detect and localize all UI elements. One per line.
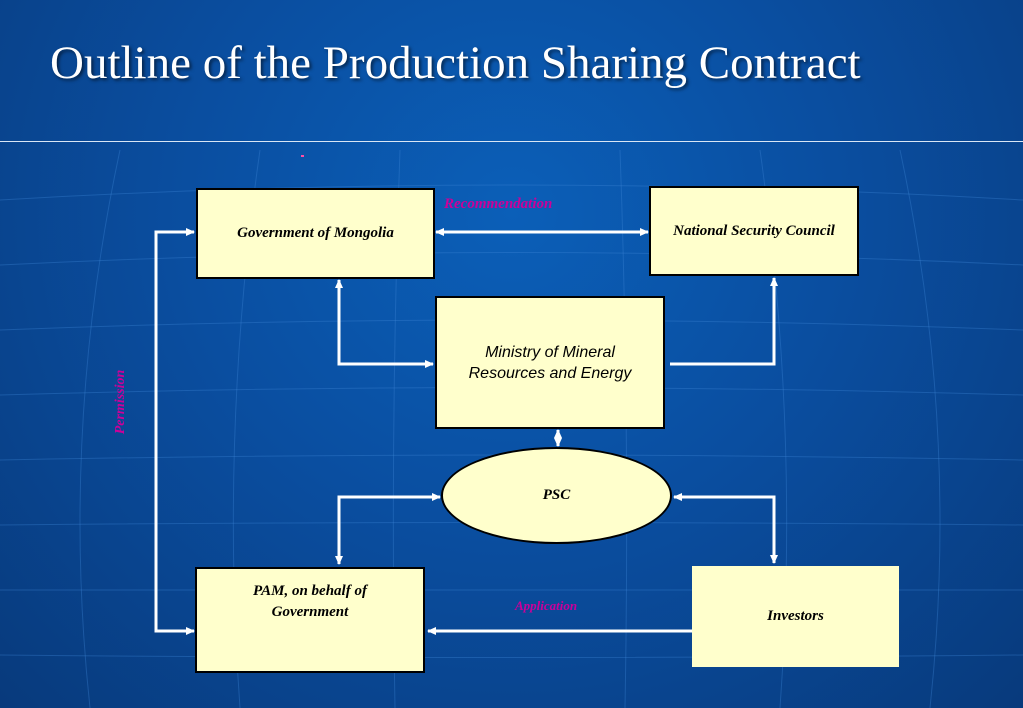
psc-node: PSC <box>441 447 672 544</box>
application-label: Application <box>515 598 578 613</box>
investors-label: Investors <box>767 608 824 624</box>
permission-label: Permission <box>113 369 128 435</box>
psc-label: PSC <box>542 487 571 503</box>
nsc-label: National Security Council <box>673 222 835 239</box>
government-label: Government of Mongolia <box>237 225 394 241</box>
arrow-psc-pam <box>335 493 441 565</box>
nsc-box: National Security Council <box>649 186 859 276</box>
recommendation-label: Recommendation <box>444 196 553 212</box>
arrow-ministry-nsc <box>670 277 778 366</box>
title-divider <box>0 141 1023 142</box>
page-title: Outline of the Production Sharing Contra… <box>50 37 861 89</box>
government-box: Government of Mongolia <box>196 188 435 279</box>
ministry-label: Ministry of Mineral Resources and Energy <box>468 343 632 382</box>
arrow-psc-investors <box>673 493 778 564</box>
arrow-permission <box>154 228 195 635</box>
pam-label: PAM, on behalf of Government <box>253 583 367 620</box>
stray-mark <box>301 155 304 157</box>
investors-box: Investors <box>692 566 899 667</box>
pam-box: PAM, on behalf of Government <box>195 567 425 673</box>
arrow-government-ministry <box>335 279 434 368</box>
ministry-box: Ministry of Mineral Resources and Energy <box>435 296 665 429</box>
